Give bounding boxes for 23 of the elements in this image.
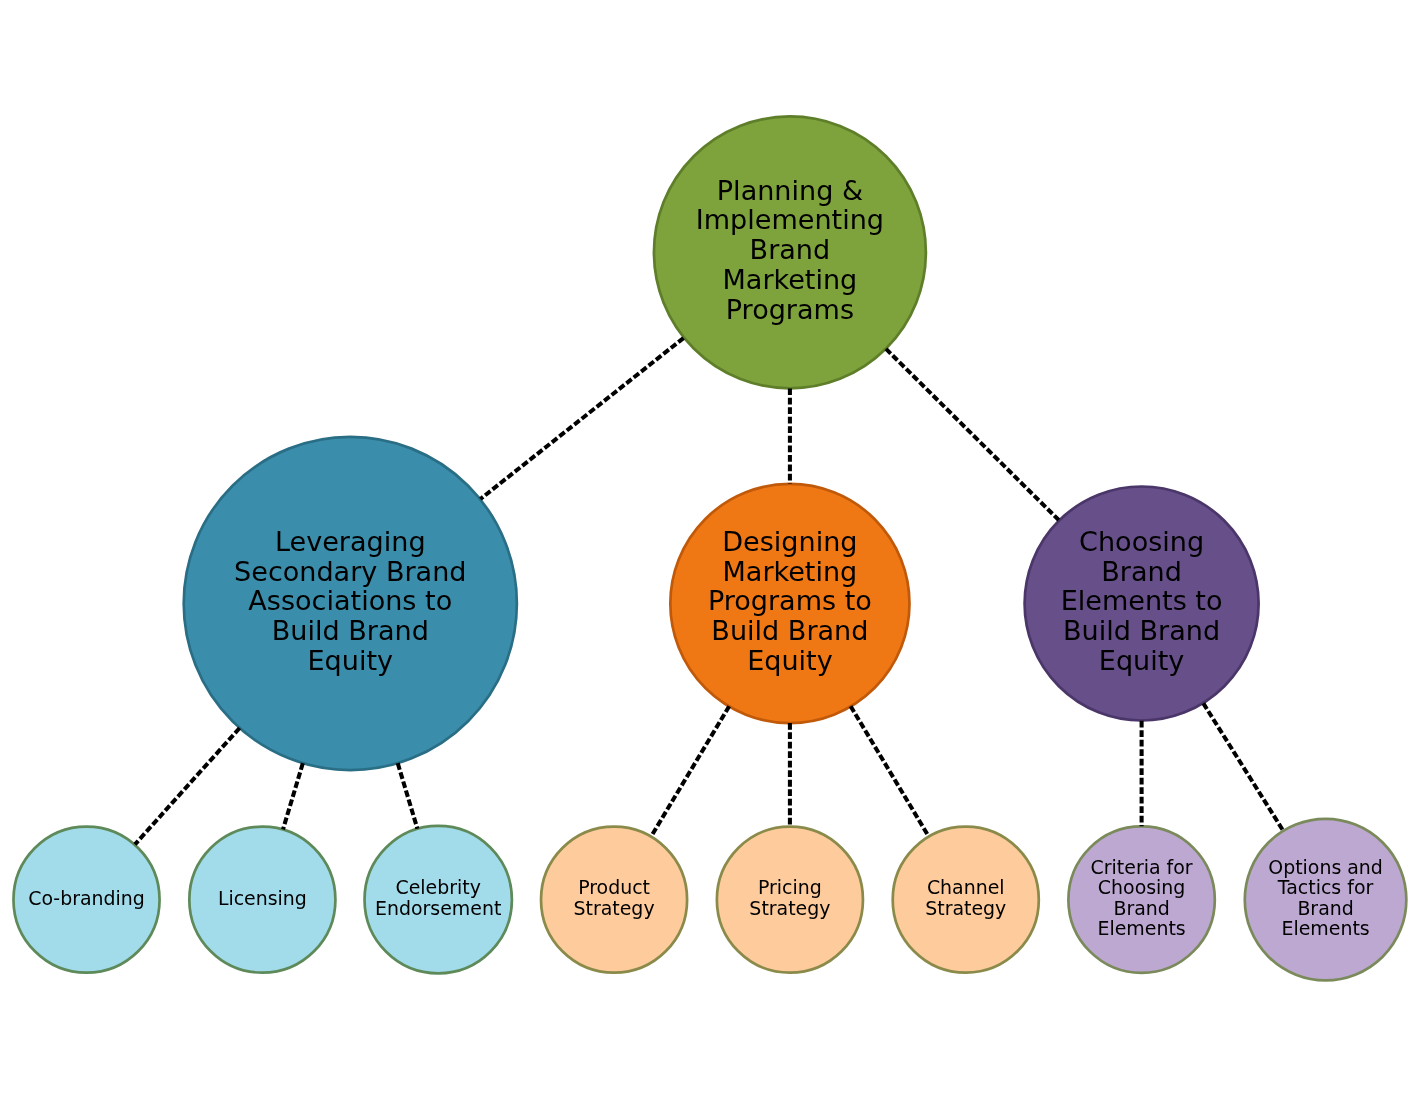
connector [479,335,685,501]
connector [1201,701,1285,832]
node-circle: Designing Marketing Programs to Build Brand Equity [668,482,911,724]
connector [1139,720,1144,826]
connector [649,704,731,837]
node-circle: Options and Tactics for Brand Elements [1243,817,1408,982]
node-circle: Product Strategy [539,824,689,974]
node-circle: Channel Strategy [891,824,1041,974]
node-circle: Pricing Strategy [715,824,865,974]
connector [848,704,931,837]
node-circle: Leveraging Secondary Brand Associations to Build Brand Equity [182,435,519,771]
connector [395,762,420,829]
node-circle: Choosing Brand Elements to Build Brand Equity [1023,484,1260,722]
node-circle: Licensing [187,824,337,974]
node-circle: Criteria for Choosing Brand Elements [1067,824,1217,974]
connector [884,347,1061,521]
node-circle: Co-branding [12,824,161,974]
node-circle: Celebrity Endorsement [363,824,514,975]
connector [787,722,792,826]
connector [787,387,792,484]
connector [133,726,242,846]
connector [281,762,305,830]
node-circle: Planning & Implementing Brand Marketing Programs [652,114,928,390]
